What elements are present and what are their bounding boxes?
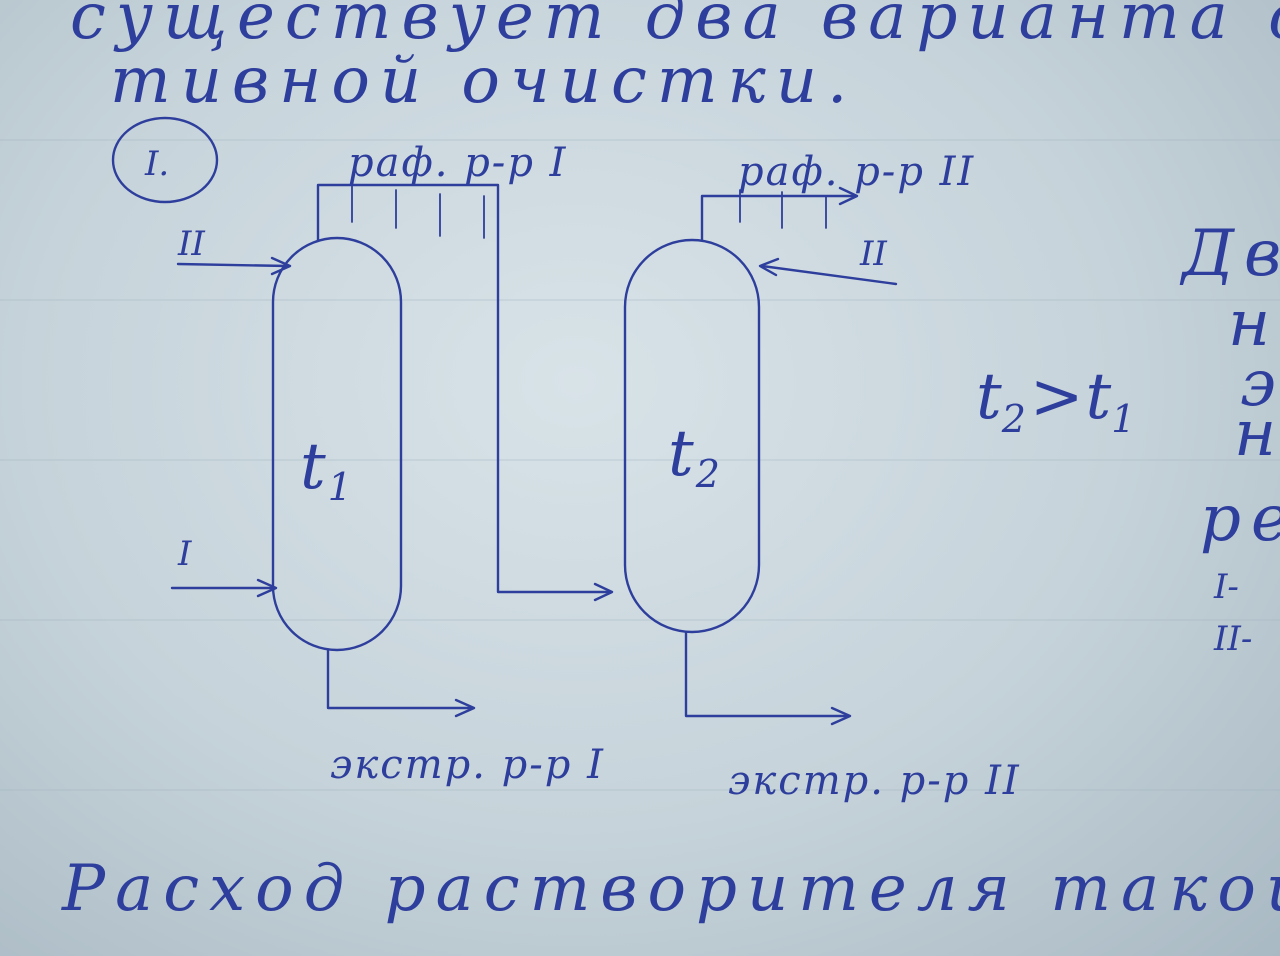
scheme-number-circle xyxy=(111,116,219,204)
right-margin-text-7: II- xyxy=(1213,619,1252,659)
bottom-text-line-1: Расход растворителя такой же xyxy=(61,852,1280,926)
feed-3-arrowhead xyxy=(758,257,780,277)
temperature-condition: t2>t1 xyxy=(976,360,1135,441)
feed-1-arrowhead xyxy=(270,256,292,276)
raffinate-1-label: раф. р-р I xyxy=(348,140,567,186)
right-margin-text-4: н xyxy=(1234,397,1280,471)
top-text-line-2: тивной очистки. xyxy=(110,44,857,118)
extract-2-label: экстр. р-р II xyxy=(728,758,1021,804)
ruled-lines xyxy=(0,139,1280,791)
raffinate-1-arrowhead xyxy=(593,582,614,602)
column-2-temperature: t2 xyxy=(668,417,720,496)
raffinate-2-label: раф. р-р II xyxy=(738,149,975,195)
right-margin-text-3: э xyxy=(1240,347,1280,421)
extract-2-arrowhead xyxy=(830,706,852,726)
raffinate-1-transfer-line xyxy=(316,183,612,594)
right-margin-text-6: I- xyxy=(1213,567,1239,607)
top-text-line-1: существует два варианта двухс xyxy=(70,0,1280,54)
extract-1-outlet xyxy=(326,648,474,710)
scheme-number: I. xyxy=(144,144,169,184)
extract-1-label: экстр. р-р I xyxy=(330,742,605,788)
column-2 xyxy=(623,238,761,634)
feed-2-label: I xyxy=(177,534,192,574)
feed-1-label: II xyxy=(177,224,205,264)
raffinate-2-ticks xyxy=(739,189,827,229)
extract-1-arrowhead xyxy=(454,698,476,718)
raffinate-2-outlet xyxy=(700,194,857,242)
right-margin-text-2: не xyxy=(1228,287,1280,361)
feed-2-arrowhead xyxy=(256,578,278,598)
column-1-temperature: t1 xyxy=(300,430,352,509)
feed-3-line xyxy=(760,264,898,286)
extract-2-outlet xyxy=(684,630,850,718)
raffinate-1-ticks xyxy=(351,177,485,239)
feed-3-label: II xyxy=(859,234,887,274)
raffinate-2-arrowhead xyxy=(838,186,859,206)
feed-1-line xyxy=(176,262,290,268)
right-margin-text-5: ре xyxy=(1200,482,1280,556)
right-margin-text-1: Две xyxy=(1179,217,1280,291)
column-1 xyxy=(271,236,403,652)
